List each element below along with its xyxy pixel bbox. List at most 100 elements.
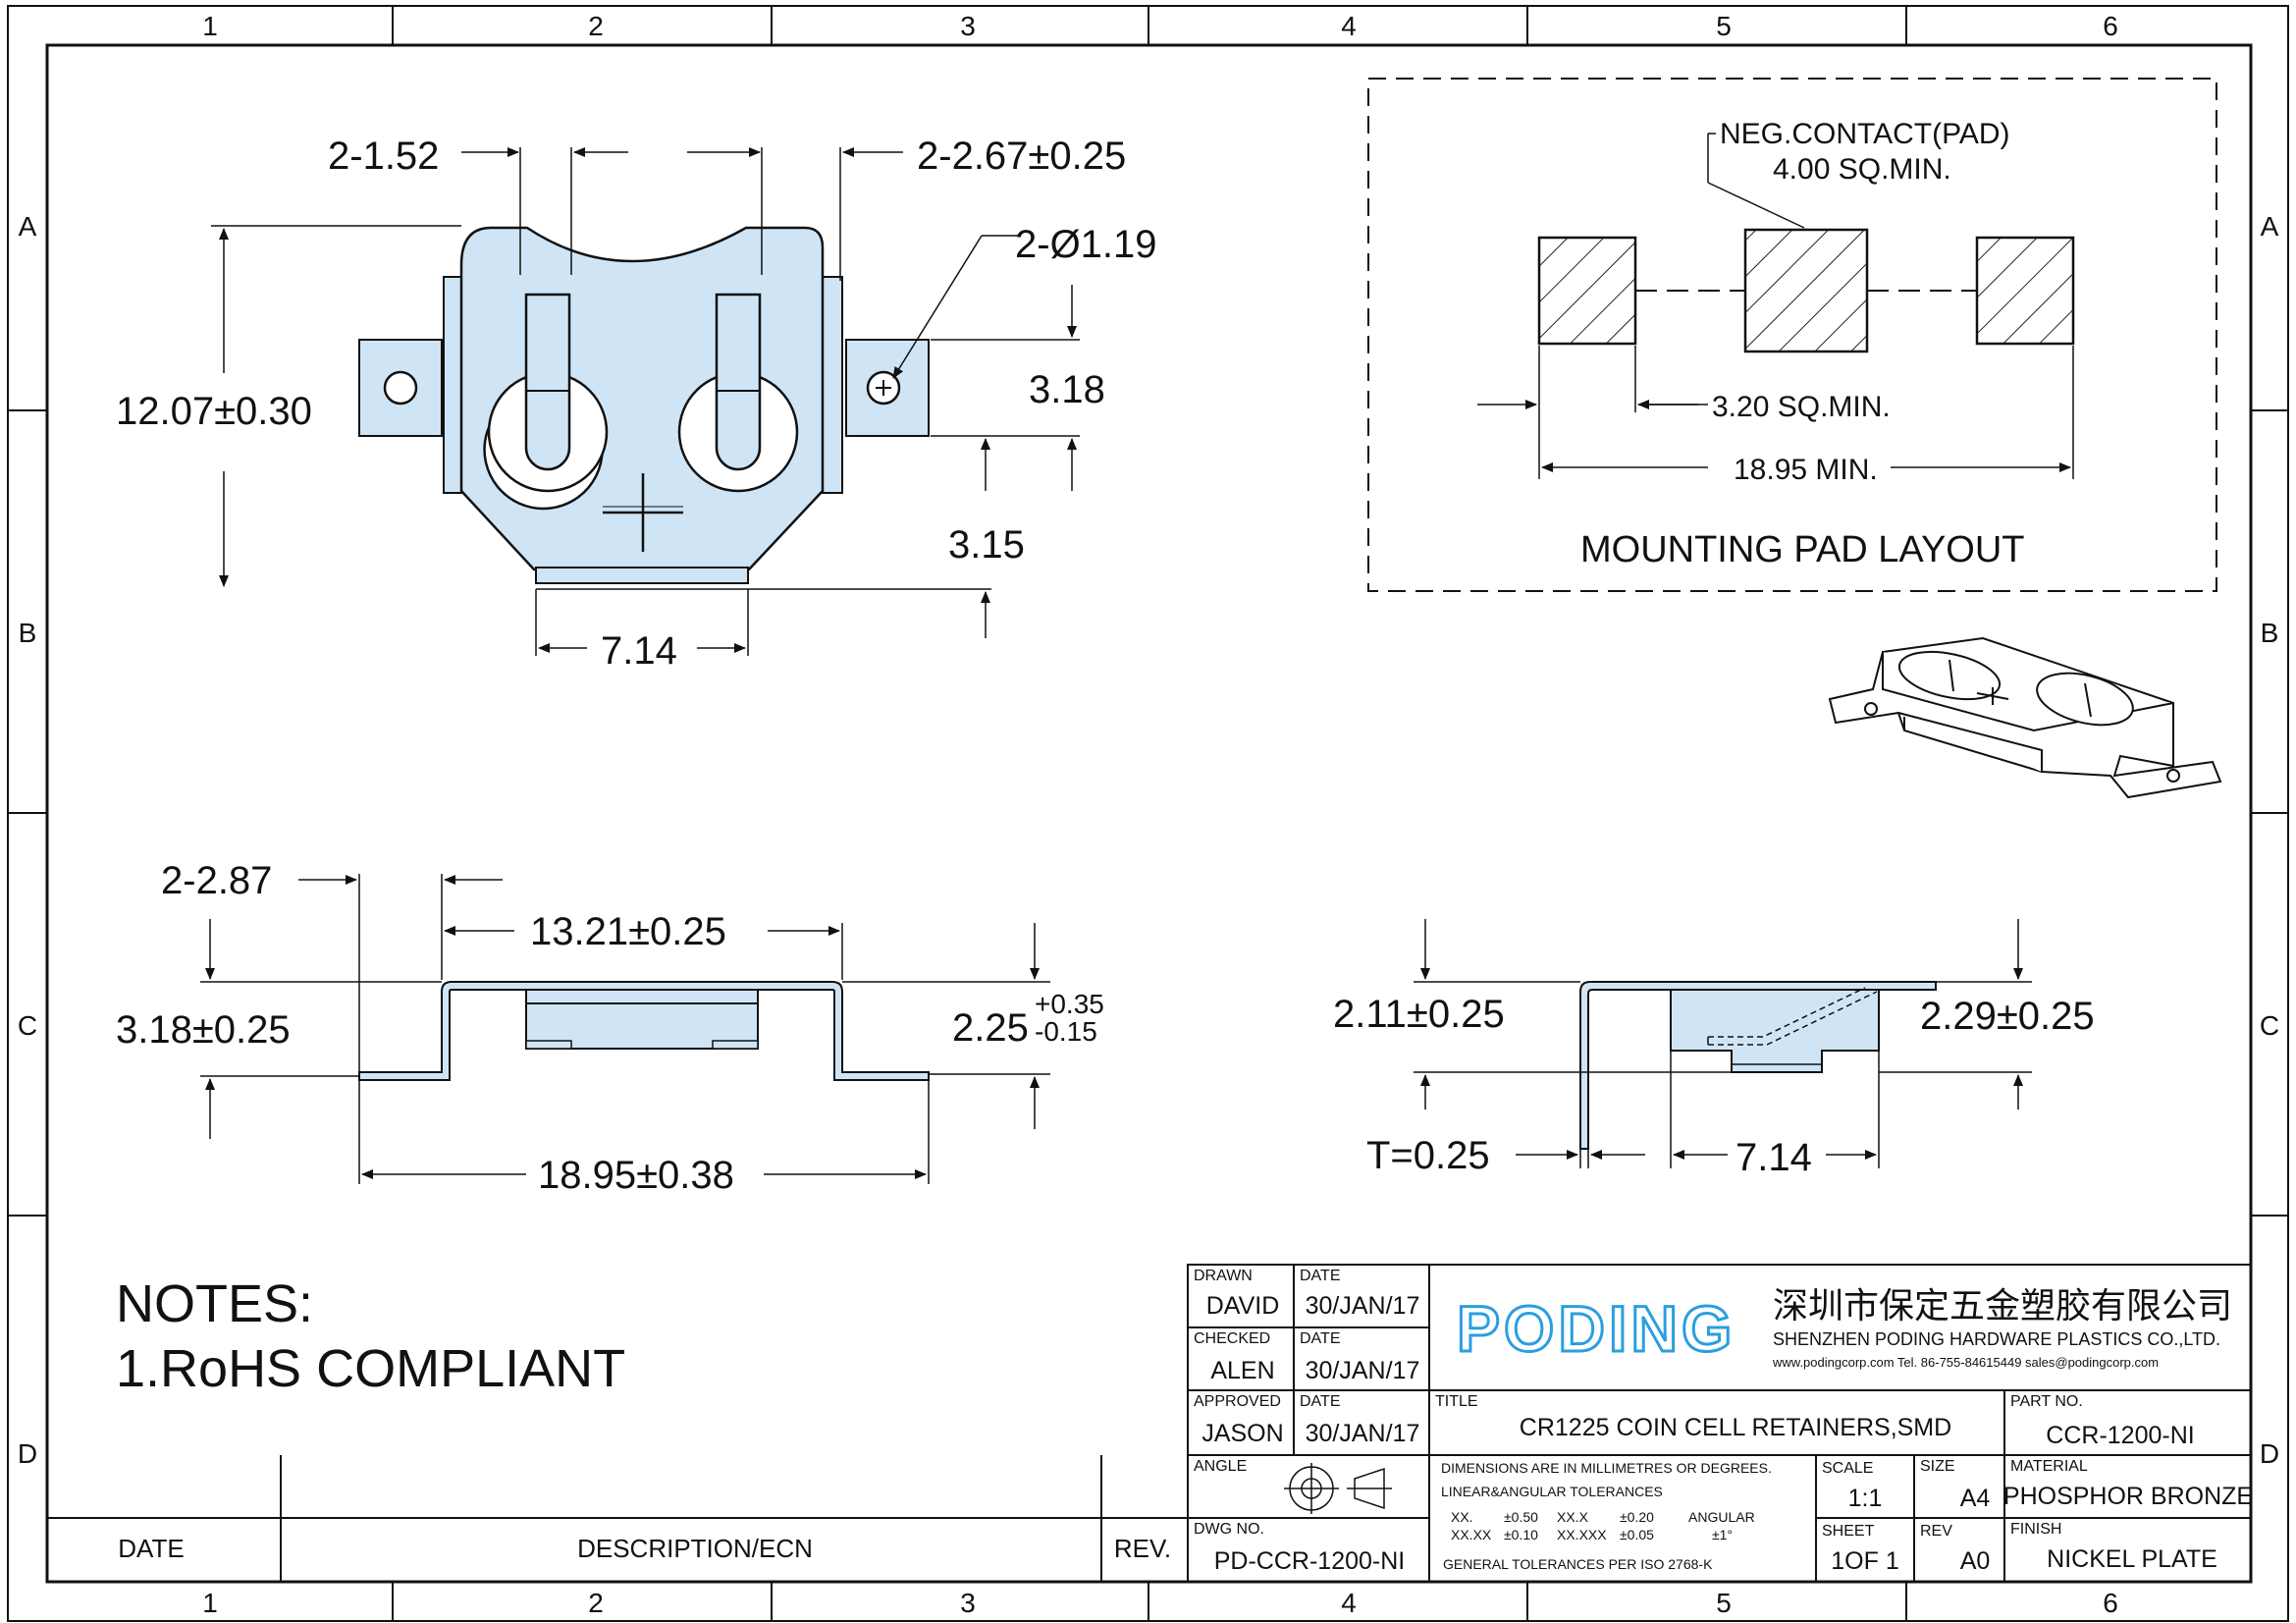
tb-checked-date: 30/JAN/17 [1306, 1357, 1420, 1384]
tb-sheet: 1OF 1 [1831, 1547, 1898, 1575]
tb-scale: 1:1 [1848, 1485, 1883, 1512]
company-logo: PODING [1457, 1292, 1735, 1365]
dim-tab-height: 3.18 [1029, 368, 1105, 411]
pad-neg-contact-label: NEG.CONTACT(PAD) [1720, 118, 2010, 150]
tb-material: PHOSPHOR BRONZE [2003, 1483, 2253, 1510]
tb-dwg-no-label: DWG NO. [1194, 1521, 1264, 1538]
zone-col-6-top: 6 [2103, 11, 2118, 41]
zone-col-4-bottom: 4 [1341, 1588, 1357, 1618]
rev-desc-label: DESCRIPTION/ECN [577, 1534, 813, 1563]
tb-angle-label: ANGLE [1194, 1458, 1247, 1475]
tb-scale-label: SCALE [1822, 1460, 1873, 1477]
pad-overall: 18.95 MIN. [1734, 454, 1878, 486]
dim-top-height: 12.07±0.30 [116, 390, 312, 433]
dim-body-height: 2.25 [952, 1006, 1029, 1050]
side-view: 2.11±0.25 2.29±0.25 T=0.25 7.14 [1333, 919, 2095, 1179]
tb-rev: A0 [1960, 1547, 1991, 1575]
mounting-pad-layout: NEG.CONTACT(PAD) 4.00 SQ.MIN. 3.20 SQ.MI… [1367, 78, 2217, 592]
dim-front-height: 3.18±0.25 [116, 1008, 291, 1052]
tb-drawn-date: 30/JAN/17 [1306, 1292, 1420, 1320]
dim-thickness: T=0.25 [1366, 1134, 1490, 1177]
rev-date-label: DATE [118, 1534, 184, 1563]
dim-tab-width: 2-2.67±0.25 [917, 135, 1126, 178]
tb-approved: JASON [1201, 1420, 1283, 1447]
dim-inner: 13.21±0.25 [530, 910, 726, 953]
tol-xxx-value: ±0.20 [1620, 1509, 1654, 1525]
pad-side-size: 3.20 SQ.MIN. [1712, 391, 1891, 423]
sheet-frame: 1 2 3 4 5 6 1 2 3 4 5 6 A B C D A B C D [7, 5, 2289, 1622]
zone-col-3-top: 3 [960, 11, 976, 41]
tb-checked-label: CHECKED [1194, 1330, 1270, 1347]
tol-line-2: LINEAR&ANGULAR TOLERANCES [1441, 1484, 1663, 1499]
zone-row-a-right: A [2261, 211, 2279, 242]
title-block: DRAWN DATE CHECKED DATE APPROVED DATE AN… [1187, 1264, 2253, 1583]
top-view: 2-1.52 2-2.67±0.25 2-Ø1.19 12.07±0.30 3.… [116, 135, 1157, 673]
tol-xxx: XX.X [1557, 1509, 1589, 1525]
zone-col-2-bottom: 2 [588, 1588, 604, 1618]
tb-dwg-no: PD-CCR-1200-NI [1214, 1547, 1405, 1575]
zone-col-2-top: 2 [588, 11, 604, 41]
tb-drawn-label: DRAWN [1194, 1268, 1253, 1284]
dim-side-width: 7.14 [1735, 1136, 1812, 1179]
zone-row-c-right: C [2260, 1010, 2279, 1041]
dim-hole-dia: 2-Ø1.19 [1015, 223, 1157, 266]
dim-slot-width: 2-1.52 [328, 135, 439, 178]
tb-finish: NICKEL PLATE [2047, 1545, 2217, 1573]
dim-side-left-height: 2.11±0.25 [1333, 993, 1505, 1036]
tb-drawn: DAVID [1206, 1292, 1280, 1320]
dim-front-overall: 18.95±0.38 [538, 1154, 734, 1197]
zone-col-5-bottom: 5 [1716, 1588, 1732, 1618]
company-name-en: SHENZHEN PODING HARDWARE PLASTICS CO.,LT… [1773, 1329, 2220, 1349]
dim-side-right-height: 2.29±0.25 [1920, 995, 2095, 1038]
tol-xxxx: XX.XX [1451, 1527, 1492, 1542]
notes-heading: NOTES: [116, 1274, 313, 1333]
rev-rev-label: REV. [1114, 1534, 1171, 1563]
notes: NOTES: 1.RoHS COMPLIANT [116, 1274, 625, 1398]
tb-material-label: MATERIAL [2010, 1458, 2088, 1475]
dim-lead: 2-2.87 [161, 859, 272, 902]
zone-row-b-right: B [2261, 618, 2279, 648]
dim-bottom-width: 7.14 [601, 629, 677, 673]
dim-body-tol-plus: +0.35 [1035, 989, 1104, 1019]
pad-neg-contact-size: 4.00 SQ.MIN. [1773, 153, 1951, 186]
tb-finish-label: FINISH [2010, 1521, 2061, 1538]
tb-title-label: TITLE [1435, 1393, 1478, 1410]
tol-angular-value: ±1° [1712, 1527, 1733, 1542]
tol-line-1: DIMENSIONS ARE IN MILLIMETRES OR DEGREES… [1441, 1460, 1772, 1476]
notes-item-1: 1.RoHS COMPLIANT [116, 1339, 625, 1398]
zone-col-5-top: 5 [1716, 11, 1732, 41]
tb-title: CR1225 COIN CELL RETAINERS,SMD [1520, 1414, 1951, 1441]
zone-row-a-left: A [19, 211, 37, 242]
company-contact: www.podingcorp.com Tel. 86-755-84615449 … [1772, 1355, 2159, 1370]
zone-row-d-right: D [2260, 1438, 2279, 1469]
tol-iso: GENERAL TOLERANCES PER ISO 2768-K [1443, 1556, 1713, 1572]
zone-col-1-top: 1 [202, 11, 218, 41]
tb-approved-date-label: DATE [1300, 1393, 1340, 1410]
tb-sheet-label: SHEET [1822, 1523, 1875, 1540]
zone-row-c-left: C [18, 1010, 37, 1041]
tol-xxxx-value: ±0.10 [1504, 1527, 1538, 1542]
revision-block: DATE DESCRIPTION/ECN REV. [47, 1455, 1188, 1582]
tb-checked-date-label: DATE [1300, 1330, 1340, 1347]
tol-xxxxx-value: ±0.05 [1620, 1527, 1654, 1542]
pad-layout-caption: MOUNTING PAD LAYOUT [1580, 529, 2025, 570]
tol-xx: XX. [1451, 1509, 1473, 1525]
tb-approved-date: 30/JAN/17 [1306, 1420, 1420, 1447]
tb-size: A4 [1960, 1485, 1991, 1512]
dim-tab-offset: 3.15 [948, 523, 1025, 567]
zone-col-4-top: 4 [1341, 11, 1357, 41]
dim-body-tol-minus: -0.15 [1035, 1016, 1097, 1047]
third-angle-projection-icon [1284, 1463, 1392, 1514]
tb-checked: ALEN [1210, 1357, 1274, 1384]
front-view: 2-2.87 13.21±0.25 3.18±0.25 2.25 +0.35 -… [116, 859, 1104, 1197]
tb-size-label: SIZE [1920, 1458, 1955, 1475]
tb-part-no-label: PART NO. [2010, 1393, 2083, 1410]
tol-xxxxx: XX.XXX [1557, 1527, 1607, 1542]
tb-drawn-date-label: DATE [1300, 1268, 1340, 1284]
company-name-cn: 深圳市保定五金塑胶有限公司 [1773, 1285, 2232, 1325]
zone-col-1-bottom: 1 [202, 1588, 218, 1618]
zone-col-3-bottom: 3 [960, 1588, 976, 1618]
tol-angular: ANGULAR [1688, 1509, 1755, 1525]
tol-xx-value: ±0.50 [1504, 1509, 1538, 1525]
